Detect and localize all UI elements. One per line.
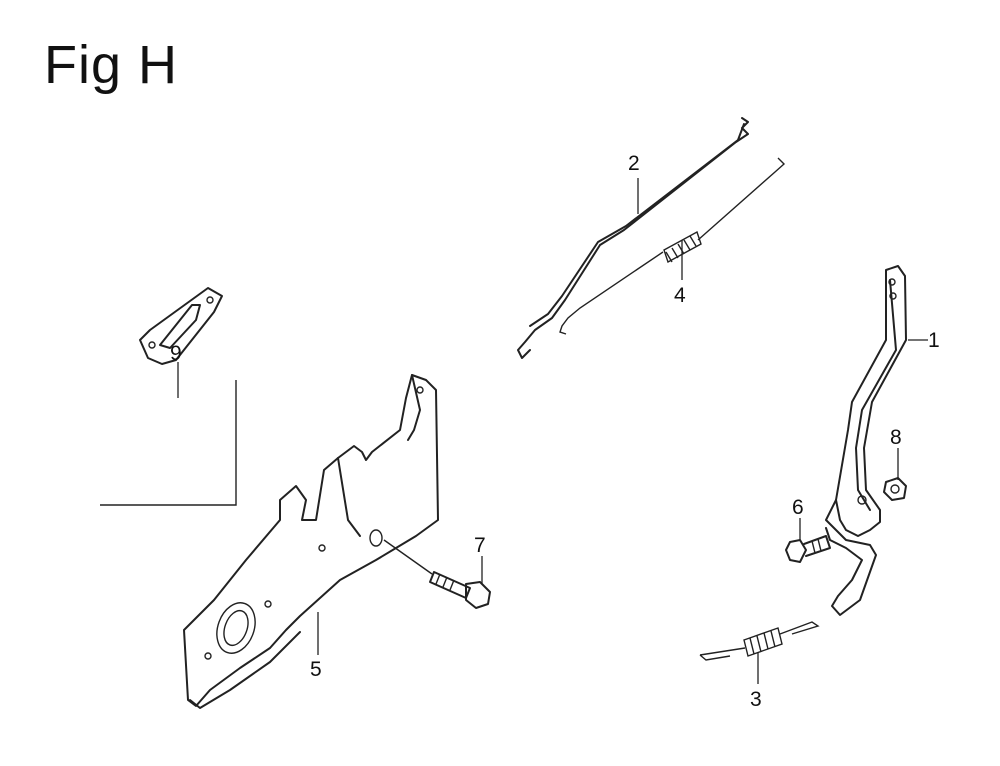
part-8-nut [883,477,907,501]
callout-9: 9 [170,342,182,365]
callout-1: 1 [928,329,940,352]
part-9-gasket [100,287,237,506]
part-4-spring [559,157,786,335]
leader-lines [177,178,928,684]
part-3-spring [699,621,820,661]
part-7-bolt [383,539,491,609]
part-2-rod [517,117,749,359]
figure-title: Fig H [44,35,179,95]
part-1-lever [825,265,907,616]
callout-8: 8 [890,426,902,449]
callout-4: 4 [674,284,686,307]
part-5-bracket [183,374,439,709]
callout-3: 3 [750,688,762,711]
callout-5: 5 [310,658,322,681]
callout-6: 6 [792,496,804,519]
part-6-bolt [785,535,831,563]
callout-2: 2 [628,152,640,175]
callout-7: 7 [474,534,486,557]
